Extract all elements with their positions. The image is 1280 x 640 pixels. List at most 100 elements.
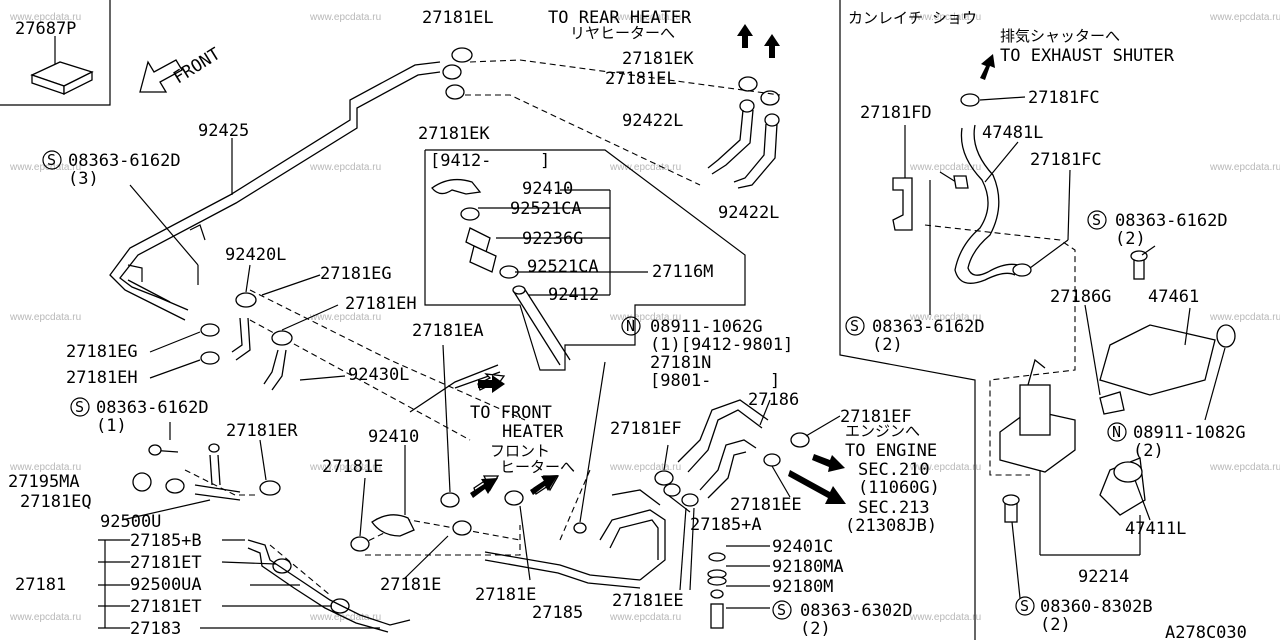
part-label: 27185 [532,603,583,623]
part-label: 27181EK [622,49,694,69]
detail-parts [431,178,571,366]
front-note: FRONT [170,44,224,88]
front-arrow [139,59,183,93]
part-label: [9412- [430,151,491,171]
part-label: 92425 [198,121,249,141]
watermark: www.epcdata.ru [9,162,81,173]
front-heater-note-jp: フロント [490,442,550,460]
part-label: [9801- [650,371,711,391]
part-label: 27181EH [66,368,138,388]
watermark: www.epcdata.ru [609,162,681,173]
part-label: 47411L [1125,519,1186,539]
hose-92500U [148,443,241,501]
watermark: www.epcdata.ru [9,612,81,623]
part-label: 27181EL [605,69,677,89]
part-label: 27181 [15,575,66,595]
part-label: (2) [800,619,831,639]
engine-note-jp: エンジンへ [845,422,920,440]
symbol-s: S [1092,211,1101,229]
part-label: 92422L [718,203,779,223]
watermark: www.epcdata.ru [1209,462,1280,473]
part-label: 27181EA [412,321,484,341]
watermark: www.epcdata.ru [9,462,81,473]
part-label: 27116M [652,262,713,282]
detail-box [424,149,746,371]
watermark: www.epcdata.ru [1209,312,1280,323]
part-label: ] [770,371,780,391]
watermark: www.epcdata.ru [1209,12,1280,23]
watermark: www.epcdata.ru [909,162,981,173]
part-label: 47461 [1148,287,1199,307]
part-label: 92410 [522,179,573,199]
part-label: 27183 [130,619,181,639]
part-label: 27181EF [610,419,682,439]
leader-lines [98,96,1226,629]
watermark: www.epcdata.ru [909,312,981,323]
pipe-27185 [484,489,666,589]
part-label: 92410 [368,427,419,447]
part-label: 92180MA [772,557,844,577]
part-label: 08363-6162D [872,317,985,337]
symbols: S S N S S S N S [42,150,1127,620]
symbol-s: S [75,398,84,416]
part-label: (3) [68,169,99,189]
watermark: www.epcdata.ru [309,312,381,323]
part-label: 92236G [522,229,583,249]
exhaust-note: TO EXHAUST SHUTER [1000,46,1175,66]
part-label: 08363-6162D [1115,211,1228,231]
pad-27687P [30,36,94,96]
hose-27186 [654,399,810,507]
part-label: 92500UA [130,575,202,595]
part-label: 27181EG [320,264,392,284]
part-label: 27181FC [1030,150,1102,170]
rear-heater-note: TO REAR HEATER [548,8,692,28]
watermarks: www.epcdata.ru www.epcdata.ru www.epcdat… [9,12,1280,623]
front-heater-note-jp: ヒーターへ [500,458,575,476]
part-label: 27181EG [66,342,138,362]
watermark: www.epcdata.ru [909,612,981,623]
kanreichi-note: カンレイチ ショウ [848,9,977,27]
notes: TO REAR HEATER リヤヒーターへ カンレイチ ショウ 排気シャッター… [170,8,1175,476]
diagram-code: A278C030 [1165,623,1247,640]
symbol-s: S [777,601,786,619]
part-label: 27181EE [612,591,684,611]
hose-27183 [247,539,411,633]
part-label: 92420L [225,245,286,265]
part-label: 27181EH [345,294,417,314]
part-label: 08363-6302D [800,601,913,621]
watermark: www.epcdata.ru [309,162,381,173]
part-label: 27181EQ [20,492,92,512]
panel-frames [0,0,976,640]
clips-left [200,292,293,391]
part-label: SEC.213 [858,498,930,518]
part-label: 27181N [650,353,711,373]
part-label: 92214 [1078,567,1129,587]
symbol-n: N [626,317,635,335]
front-heater-note: TO FRONT [470,403,552,423]
part-label: 08363-6162D [68,151,181,171]
part-label: 27181FC [1028,88,1100,108]
part-label: 27181EF [840,407,912,427]
part-label: 08911-1082G [1133,423,1246,443]
hoses-92422L [707,109,778,189]
part-label: 92401C [772,537,833,557]
exhaust-note-jp: 排気シャッターへ [1000,27,1120,45]
watermark: www.epcdata.ru [909,462,981,473]
part-label: 27185+A [690,515,762,535]
exhaust-parts [892,93,1236,523]
part-label: 47481L [982,123,1043,143]
part-label: 92500U [100,512,161,532]
part-label: 27181ER [226,421,298,441]
part-label: 92521CA [527,257,599,277]
part-label: 27687P [15,19,76,39]
part-label: (11060G) [858,478,940,498]
part-label: 08360-8302B [1040,597,1153,617]
watermark: www.epcdata.ru [309,462,381,473]
rear-heater-note-jp: リヤヒーターへ [570,24,675,42]
part-label: 27181EK [418,124,490,144]
arrows [470,24,995,504]
part-label: (2) [1115,229,1146,249]
dashed-leads [184,59,1076,596]
